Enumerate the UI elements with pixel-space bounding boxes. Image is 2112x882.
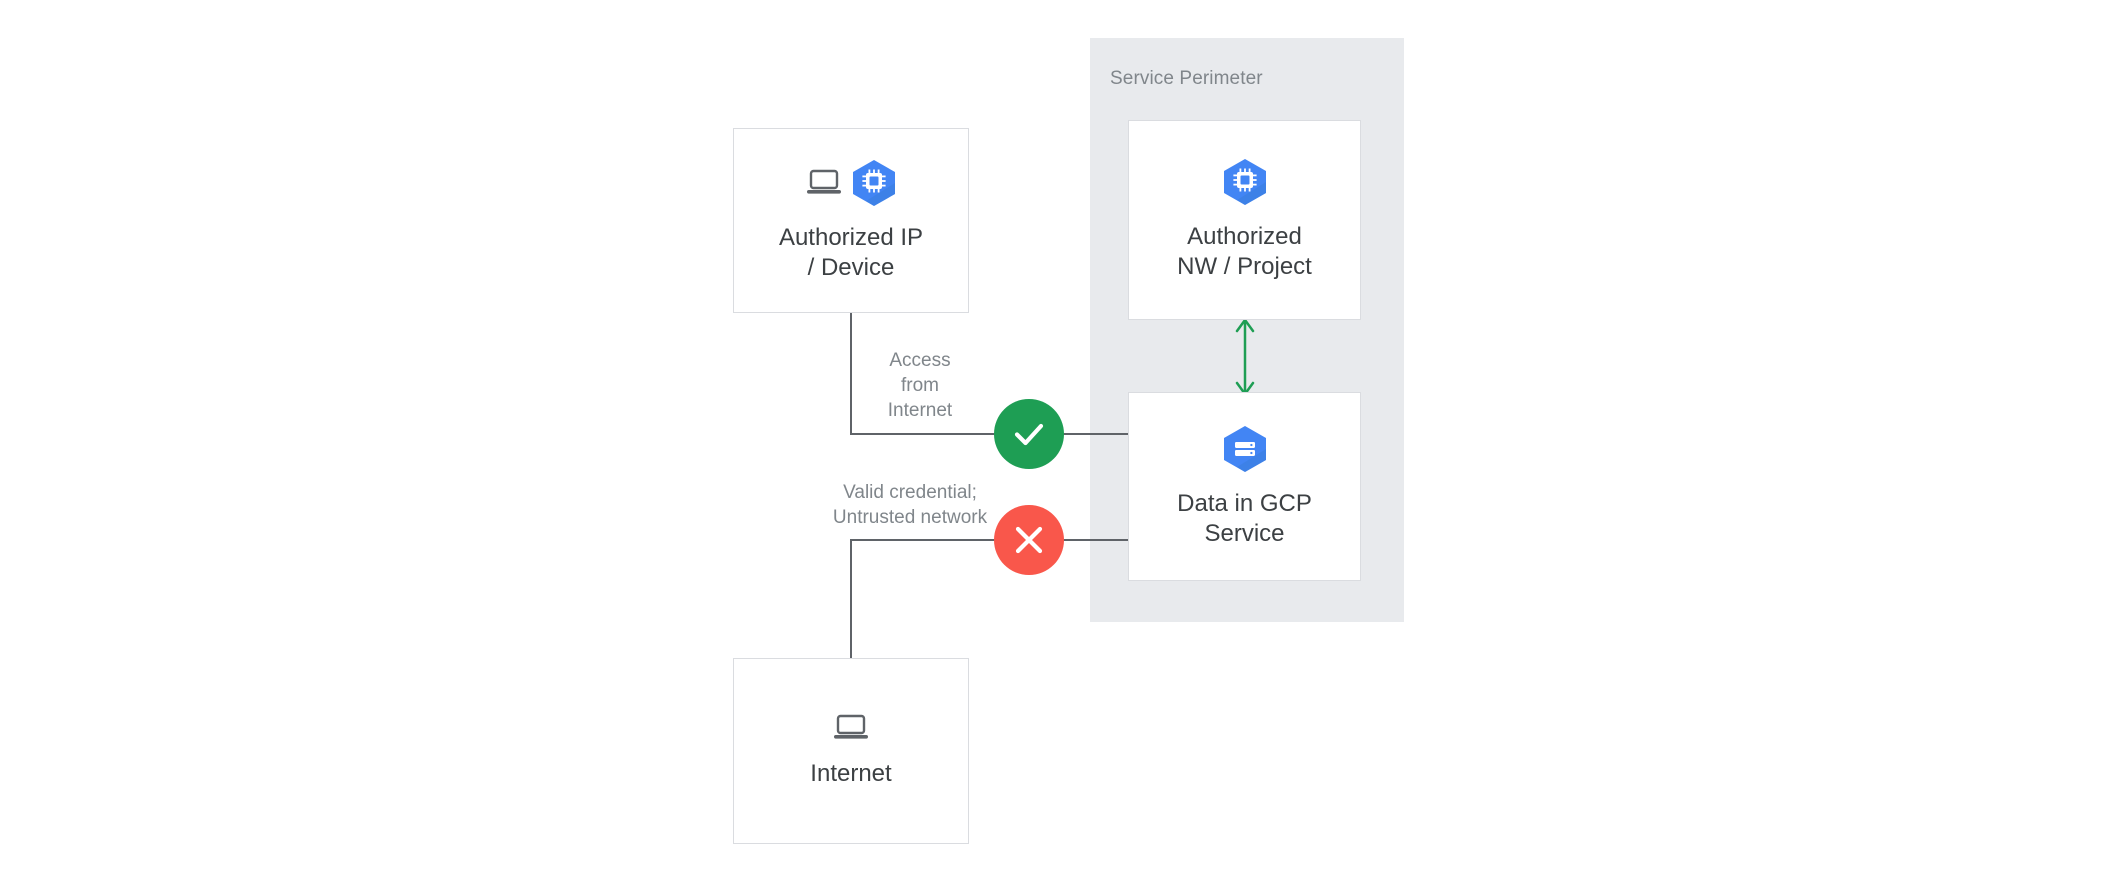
node-icon-group	[1223, 158, 1267, 206]
node-internet[interactable]: Internet	[733, 658, 969, 844]
node-icon-group	[833, 713, 869, 743]
node-label: Authorized IP / Device	[778, 223, 924, 281]
compute-engine-icon	[853, 159, 895, 206]
wire-deny-path	[850, 539, 1128, 658]
service-perimeter-label: Service Perimeter	[1110, 68, 1263, 89]
node-icon-group	[806, 159, 896, 207]
node-label: Data in GCP Service	[1177, 489, 1312, 547]
laptop-icon	[807, 169, 841, 194]
status-badge-allowed[interactable]	[994, 399, 1064, 469]
edge-label-valid-credential: Valid credential; Untrusted network	[832, 482, 988, 528]
node-label: Internet	[810, 760, 892, 787]
edge-label-access-from-internet: Access from Internet	[887, 350, 953, 421]
node-label: Authorized NW / Project	[1177, 223, 1312, 280]
close-icon	[1015, 526, 1043, 554]
node-authorized-ip-device[interactable]: Authorized IP / Device	[733, 128, 969, 313]
node-authorized-nw-project[interactable]: Authorized NW / Project	[1128, 120, 1361, 320]
status-badge-denied[interactable]	[994, 505, 1064, 575]
database-icon	[1223, 425, 1266, 472]
node-icon-group	[1223, 425, 1267, 473]
laptop-icon	[834, 714, 868, 739]
node-data-in-gcp-service[interactable]: Data in GCP Service	[1128, 392, 1361, 581]
compute-engine-icon	[1223, 159, 1266, 205]
check-icon	[1014, 423, 1044, 446]
